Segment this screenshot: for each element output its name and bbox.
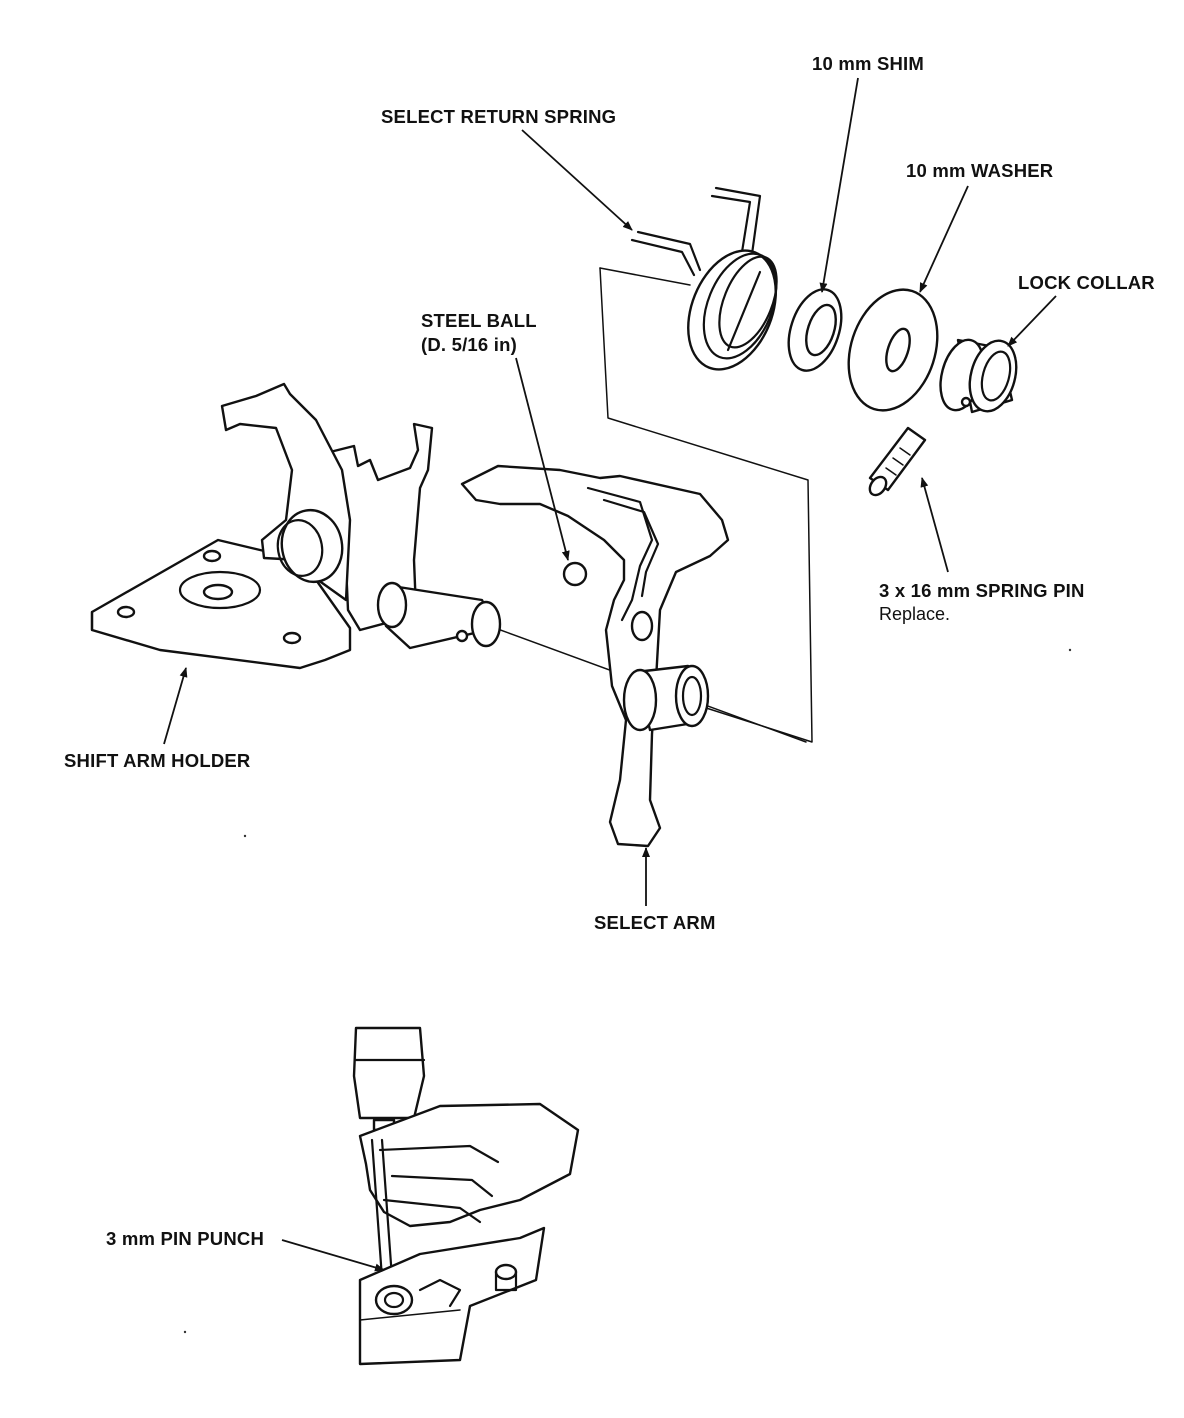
label-lock-collar: LOCK COLLAR <box>1018 272 1155 293</box>
spring-pin-part <box>868 426 927 497</box>
leader-spring-pin <box>920 477 949 573</box>
leader-pin-punch <box>281 1239 385 1272</box>
label-pin-punch: 3 mm PIN PUNCH <box>106 1228 264 1249</box>
leader-lines <box>163 77 1057 1272</box>
label-washer: 10 mm WASHER <box>906 160 1053 181</box>
label-spring-pin: 3 x 16 mm SPRING PIN <box>879 580 1085 601</box>
leader-lock-collar <box>1007 295 1057 347</box>
scan-speck <box>1068 648 1072 652</box>
select-arm-part <box>460 464 730 848</box>
label-spring-pin-note: Replace. <box>879 604 950 624</box>
steel-ball-part <box>562 561 588 587</box>
leader-washer <box>919 185 969 293</box>
leader-shift-arm-holder <box>163 667 188 745</box>
select-return-spring-part <box>630 186 778 371</box>
label-select-arm: SELECT ARM <box>594 912 716 933</box>
label-select-return-spring: SELECT RETURN SPRING <box>381 106 616 127</box>
leader-steel-ball <box>515 357 570 561</box>
label-steel-ball-line1: STEEL BALL <box>421 310 537 331</box>
shim-part <box>787 288 843 372</box>
label-shift-arm-holder: SHIFT ARM HOLDER <box>64 750 250 771</box>
label-steel-ball-line2: (D. 5/16 in) <box>421 334 517 355</box>
lock-collar-part <box>939 338 1018 414</box>
scan-speck <box>243 834 247 838</box>
leader-shim <box>819 77 859 293</box>
leader-select-return-spring <box>521 129 633 231</box>
label-shim: 10 mm SHIM <box>812 53 924 74</box>
shift-arm-holder-part <box>90 382 502 670</box>
pin-punch-illustration <box>352 1026 580 1366</box>
washer-part <box>847 288 939 412</box>
scan-speck <box>183 1330 187 1334</box>
